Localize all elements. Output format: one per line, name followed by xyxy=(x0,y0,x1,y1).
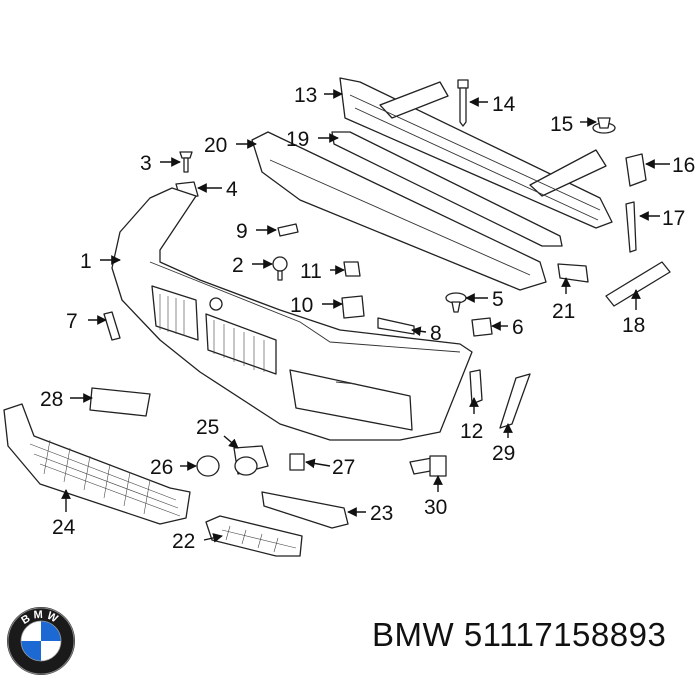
part-clip-11 xyxy=(343,261,361,277)
callout-16: 16 xyxy=(672,154,695,177)
callout-17: 17 xyxy=(662,207,685,230)
callout-18: 18 xyxy=(622,314,645,337)
part-bulb-30 xyxy=(409,455,447,477)
callout-19: 19 xyxy=(286,128,309,151)
part-bolt-14 xyxy=(457,79,469,127)
callout-29: 29 xyxy=(492,442,515,465)
callout-26: 26 xyxy=(150,456,173,479)
bmw-roundel-icon: BMW xyxy=(7,607,75,675)
callout-2: 2 xyxy=(232,254,244,277)
part-clip-15 xyxy=(592,117,616,134)
callout-22: 22 xyxy=(172,530,195,553)
callout-9: 9 xyxy=(236,220,248,243)
brand-name: BMW xyxy=(372,616,455,653)
part-guide-17 xyxy=(625,201,637,253)
part-bumper-cover xyxy=(111,187,473,441)
part-impact-absorber xyxy=(331,131,563,247)
part-clip-7 xyxy=(103,311,121,341)
part-plate-28 xyxy=(89,387,151,417)
callout-15: 15 xyxy=(550,113,573,136)
part-bracket-8 xyxy=(377,317,415,335)
callout-5: 5 xyxy=(492,288,504,311)
part-caption: BMW 51117158893 xyxy=(372,616,666,654)
callout-14: 14 xyxy=(492,93,516,116)
part-grille-insert-22 xyxy=(205,515,303,557)
leader-lines xyxy=(61,89,670,543)
part-bracket-12 xyxy=(469,369,483,405)
callout-6: 6 xyxy=(512,316,524,339)
part-bracket-16 xyxy=(625,153,647,187)
part-cover-29 xyxy=(499,373,531,429)
callout-12: 12 xyxy=(460,420,483,443)
callout-23: 23 xyxy=(370,502,393,525)
callout-28: 28 xyxy=(40,388,63,411)
callout-7: 7 xyxy=(66,310,78,333)
part-bracket-10 xyxy=(341,295,365,319)
callout-27: 27 xyxy=(332,456,355,479)
part-bracket-6 xyxy=(471,317,493,337)
callout-13: 13 xyxy=(294,84,317,107)
part-bracket-21 xyxy=(557,263,589,283)
callout-11: 11 xyxy=(300,260,322,283)
callout-20: 20 xyxy=(204,134,227,157)
part-clip-9 xyxy=(277,223,299,237)
part-clip-5 xyxy=(445,292,467,313)
callout-1: 1 xyxy=(80,250,92,273)
part-lower-grille xyxy=(3,403,191,525)
callout-24: 24 xyxy=(52,516,76,539)
part-cap-26 xyxy=(196,455,220,477)
callout-21: 21 xyxy=(552,300,575,323)
part-support-20 xyxy=(251,131,547,291)
logo-letters: BMW xyxy=(19,609,62,627)
callout-25: 25 xyxy=(196,416,219,439)
part-absorber-18 xyxy=(605,261,671,307)
part-bumper-carrier xyxy=(339,77,613,229)
part-trim-23 xyxy=(261,491,349,529)
callout-4: 4 xyxy=(226,178,238,201)
callout-30: 30 xyxy=(424,496,447,519)
part-clip-27 xyxy=(289,453,305,471)
part-screw-3 xyxy=(179,151,193,173)
part-number: 51117158893 xyxy=(463,616,667,653)
callout-3: 3 xyxy=(140,152,152,175)
callout-labels: 13 14 15 16 17 19 20 3 4 9 1 2 11 10 5 6… xyxy=(40,84,695,553)
part-sensor-25 xyxy=(233,445,269,476)
part-screw-2 xyxy=(272,256,288,281)
callout-8: 8 xyxy=(430,322,442,345)
callout-10: 10 xyxy=(290,294,313,317)
